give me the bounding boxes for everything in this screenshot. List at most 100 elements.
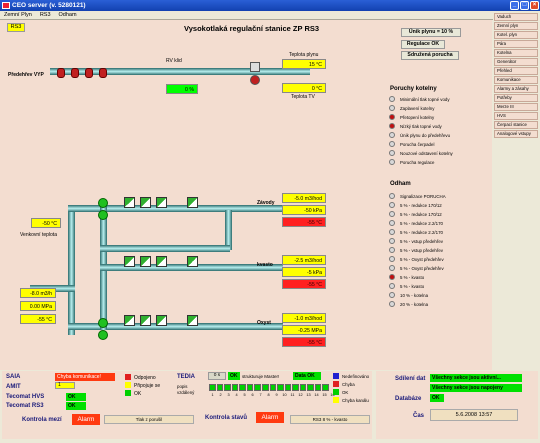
rs3-status: OK: [66, 402, 86, 410]
struct-text: strukturuje Master!: [242, 374, 280, 379]
sidebar-item[interactable]: Alarmy a zásahy: [494, 85, 538, 94]
menu-item-odham[interactable]: Odham: [58, 12, 77, 18]
limits-check-label: Kontrola mezí: [22, 417, 62, 423]
state-alarm[interactable]: Alarm: [256, 412, 284, 423]
sharing-status-1: Všechny sekce jsou aktivní...: [430, 374, 522, 382]
branch-name: kvasto: [257, 262, 273, 268]
menu-item-zemni-plyn[interactable]: Zemní Plyn: [4, 12, 32, 18]
sidebar-item[interactable]: Merze III: [494, 103, 538, 112]
state-swatch: [333, 389, 339, 395]
menu-item-rs3[interactable]: RS3: [39, 12, 51, 18]
meter-icon[interactable]: [98, 318, 108, 328]
odham-indicator: [389, 274, 395, 280]
window-title: CEO server (v. 5280121): [12, 2, 86, 9]
regulator-icon[interactable]: [187, 315, 198, 326]
slot-number: 5: [243, 393, 246, 397]
odham-label: 5 % - kvasto: [400, 275, 425, 280]
tedia-label: TEDIA: [177, 374, 195, 380]
sidebar-item[interactable]: Komunikace: [494, 76, 538, 85]
fault-label: Minimální tlak topné vody: [400, 97, 450, 102]
slot-number: 15: [322, 393, 327, 397]
regulator-icon[interactable]: [124, 315, 135, 326]
limits-alarm[interactable]: Alarm: [72, 414, 100, 425]
slot-cell[interactable]: [269, 384, 277, 391]
sidebar-item[interactable]: HVS: [494, 112, 538, 121]
meter-icon[interactable]: [98, 330, 108, 340]
odham-indicator: [389, 238, 395, 244]
regulator-icon[interactable]: [140, 256, 151, 267]
slot-cell[interactable]: [322, 384, 329, 391]
shutoff-valve-icon[interactable]: [85, 68, 93, 78]
sidebar-item[interactable]: Pára: [494, 40, 538, 49]
slot-number: 6: [251, 393, 254, 397]
slot-cell[interactable]: [254, 384, 261, 391]
amit-label: AMIT: [6, 384, 21, 390]
shutoff-valve-icon[interactable]: [57, 68, 65, 78]
riser-pipe: [68, 210, 75, 335]
inlet-temp: -55 °C: [20, 314, 56, 324]
sidebar-item[interactable]: Přehled: [494, 67, 538, 76]
shutoff-valve-icon[interactable]: [99, 68, 107, 78]
time-label: Čas: [413, 413, 425, 419]
slot-cell[interactable]: [299, 384, 307, 391]
sidebar-item[interactable]: Potřeby: [494, 94, 538, 103]
slot-cell[interactable]: [224, 384, 231, 391]
sidebar-item[interactable]: Vaduch: [494, 13, 538, 22]
regulator-icon[interactable]: [124, 197, 135, 208]
sidebar-item[interactable]: Čerpací stanice: [494, 121, 538, 130]
slot-cell[interactable]: [284, 384, 292, 391]
slot-cell[interactable]: [277, 384, 284, 391]
inlet-pipe: [50, 68, 310, 75]
odham-indicator: [389, 256, 395, 262]
odham-label: 20 % - kotelna: [400, 302, 429, 307]
close-icon[interactable]: ×: [530, 1, 539, 10]
slot-number: 11: [290, 393, 295, 397]
sidebar-item[interactable]: Generátor: [494, 58, 538, 67]
regulator-icon[interactable]: [140, 197, 151, 208]
regulator-icon[interactable]: [124, 256, 135, 267]
legend-label: OK: [134, 391, 142, 397]
sidebar-item[interactable]: Zemní plyn: [494, 22, 538, 31]
meter-icon[interactable]: [98, 198, 108, 208]
inlet-pressure: 0.00 MPa: [20, 301, 56, 311]
branch-temp: -55 °C: [282, 217, 326, 227]
sidebar-item[interactable]: Analogové vstupy: [494, 130, 538, 139]
slot-cell[interactable]: [239, 384, 246, 391]
valve-indicator-icon[interactable]: [250, 62, 260, 72]
regulator-icon[interactable]: [187, 256, 198, 267]
slot-cell[interactable]: [307, 384, 314, 391]
slot-number: 14: [314, 393, 319, 397]
slot-cell[interactable]: [216, 384, 224, 391]
slot-row: [209, 384, 329, 393]
sidebar-item[interactable]: Kotel. plyn: [494, 31, 538, 40]
slot-cell[interactable]: [246, 384, 254, 391]
regulator-icon[interactable]: [156, 197, 167, 208]
branch-temp: -55 °C: [282, 337, 326, 347]
combined-fault-button[interactable]: Sdružená porucha: [401, 51, 459, 60]
slot-number: 2: [219, 393, 222, 397]
odham-label: 5 % - redukce 2.2/170: [400, 230, 443, 235]
regulator-icon[interactable]: [140, 315, 151, 326]
maximize-icon[interactable]: □: [520, 1, 529, 10]
shutoff-valve-icon[interactable]: [71, 68, 79, 78]
slot-cell[interactable]: [261, 384, 269, 391]
regulation-button[interactable]: Regulace OK: [401, 40, 445, 49]
meter-icon[interactable]: [98, 210, 108, 220]
branch-flow: -1.0 m3/hod: [282, 313, 326, 323]
slot-cell[interactable]: [314, 384, 322, 391]
minimize-icon[interactable]: _: [510, 1, 519, 10]
regulator-icon[interactable]: [156, 256, 167, 267]
struct-ok: OK: [228, 372, 240, 380]
regulator-icon[interactable]: [187, 197, 198, 208]
slot-cell[interactable]: [231, 384, 239, 391]
control-valve-icon[interactable]: [172, 68, 184, 77]
sidebar-item[interactable]: Kotelna: [494, 49, 538, 58]
slot-cell[interactable]: [209, 384, 216, 391]
fault-indicator: [389, 114, 395, 120]
regulator-icon[interactable]: [156, 315, 167, 326]
gas-leak-button[interactable]: Únik plynu = 10 %: [401, 28, 461, 37]
slot-cell[interactable]: [292, 384, 299, 391]
gas-temp-value: 15 °C: [282, 59, 326, 69]
odham-label: 5 % - vstup předehřev: [400, 239, 443, 244]
pipe-oxyst: [68, 323, 283, 330]
